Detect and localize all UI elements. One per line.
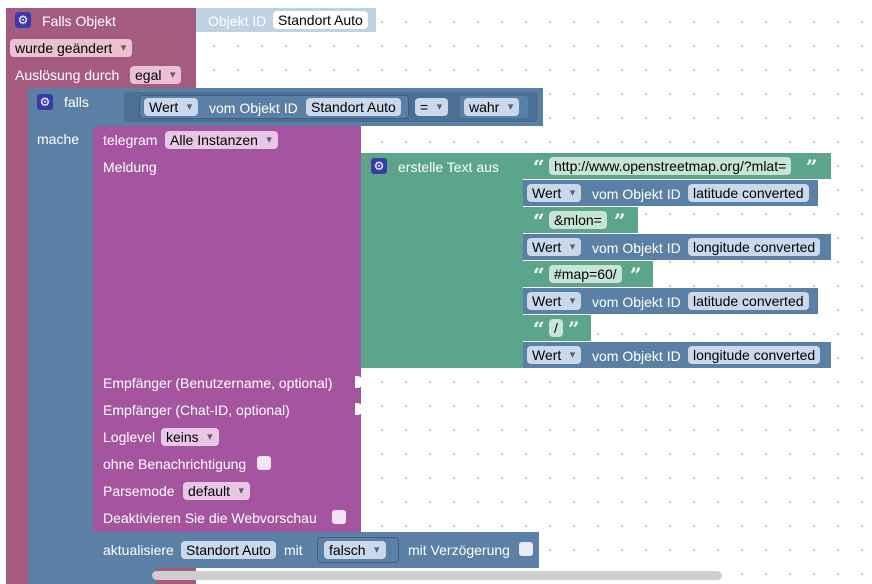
quote-open: “ (533, 209, 545, 233)
instance-dropdown[interactable]: Alle Instanzen (165, 131, 278, 149)
gear-icon[interactable]: ⚙ (37, 94, 53, 110)
text-item-value[interactable]: #map=60/ (549, 265, 622, 283)
from-object-label: vom Objekt ID (592, 294, 681, 310)
message-label: Meldung (103, 159, 157, 175)
value-prop-dropdown[interactable]: Wert (527, 346, 582, 364)
condition-object[interactable]: Standort Auto (306, 98, 401, 116)
horizontal-scrollbar[interactable] (152, 571, 722, 580)
disable-preview-checkbox[interactable] (332, 510, 346, 524)
update-label: aktualisiere (103, 542, 174, 558)
delay-checkbox[interactable] (519, 542, 533, 556)
update-value-dropdown[interactable]: falsch (324, 541, 386, 559)
recipient-chat-label: Empfänger (Chat-ID, optional) (103, 402, 290, 418)
silent-label: ohne Benachrichtigung (103, 456, 247, 472)
event-title: Falls Objekt (42, 13, 116, 29)
text-item-value[interactable]: http://www.openstreetmap.org/?mlat= (549, 157, 792, 175)
disable-preview-label: Deaktivieren Sie die Webvorschau (103, 510, 317, 526)
value-prop-dropdown[interactable]: Wert (527, 292, 582, 310)
recipient-chat-socket[interactable] (355, 403, 363, 415)
trigger-label: Auslösung durch (15, 67, 120, 83)
quote-close: ” (568, 317, 580, 341)
quote-close: ” (614, 209, 626, 233)
loglevel-label: Loglevel (103, 429, 156, 445)
silent-checkbox[interactable] (257, 456, 271, 470)
gear-icon[interactable]: ⚙ (15, 12, 31, 28)
quote-open: “ (533, 263, 545, 287)
update-block[interactable] (93, 532, 539, 568)
recipient-user-socket[interactable] (355, 376, 363, 388)
update-with-label: mit (284, 542, 303, 558)
value-item-object[interactable]: longitude converted (688, 238, 821, 256)
gear-icon[interactable]: ⚙ (371, 158, 387, 174)
text-join-block[interactable] (361, 153, 523, 368)
text-item-value[interactable]: &mlon= (549, 211, 607, 229)
value-item-object[interactable]: latitude converted (688, 184, 809, 202)
object-id-value[interactable]: Standort Auto (273, 11, 368, 29)
quote-close: ” (806, 155, 818, 179)
text-join-label: erstelle Text aus (398, 159, 499, 175)
quote-open: “ (533, 317, 545, 341)
operator-dropdown[interactable]: = (415, 98, 449, 116)
quote-close: ” (630, 263, 642, 287)
from-object-label: vom Objekt ID (209, 100, 298, 116)
update-object[interactable]: Standort Auto (181, 541, 276, 559)
parsemode-dropdown[interactable]: default (183, 482, 251, 500)
recipient-user-label: Empfänger (Benutzername, optional) (103, 375, 333, 391)
changed-dropdown[interactable]: wurde geändert (10, 39, 133, 57)
loglevel-dropdown[interactable]: keins (161, 428, 219, 446)
parsemode-label: Parsemode (103, 483, 175, 499)
from-object-label: vom Objekt ID (592, 186, 681, 202)
value-prop-dropdown[interactable]: Wert (527, 238, 582, 256)
delay-label: mit Verzögerung (408, 542, 510, 558)
from-object-label: vom Objekt ID (592, 240, 681, 256)
value-prop-dropdown[interactable]: Wert (527, 184, 582, 202)
bool-dropdown[interactable]: wahr (464, 98, 520, 116)
if-label: falls (64, 94, 89, 110)
object-id-label: Objekt ID (208, 13, 267, 29)
quote-open: “ (533, 155, 545, 179)
telegram-block[interactable] (93, 126, 361, 532)
value-item-object[interactable]: latitude converted (688, 292, 809, 310)
value-prop-dropdown[interactable]: Wert (144, 98, 199, 116)
trigger-dropdown[interactable]: egal (130, 66, 182, 84)
from-object-label: vom Objekt ID (592, 348, 681, 364)
text-item-value[interactable]: / (549, 319, 563, 337)
value-item-object[interactable]: longitude converted (688, 346, 821, 364)
do-label: mache (37, 131, 80, 147)
telegram-label: telegram (103, 132, 158, 148)
